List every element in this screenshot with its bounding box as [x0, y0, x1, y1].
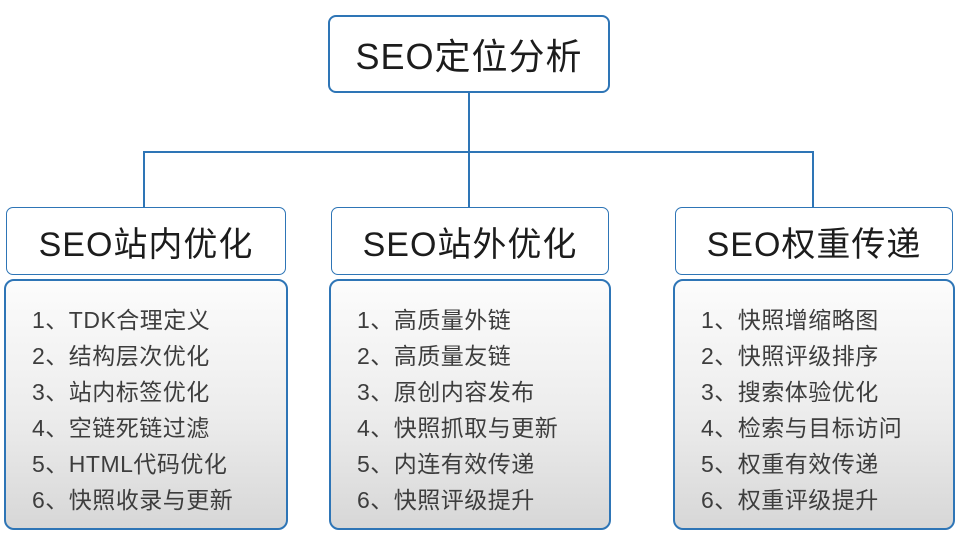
branch-header-onsite: SEO站内优化: [6, 207, 286, 275]
connector-drop-right: [812, 151, 814, 208]
list-item: 2、快照评级排序: [701, 343, 879, 369]
list-item: 5、权重有效传递: [701, 451, 879, 477]
list-item: 2、结构层次优化: [32, 343, 210, 369]
list-item: 3、搜索体验优化: [701, 379, 879, 405]
list-item: 3、站内标签优化: [32, 379, 210, 405]
list-item: 5、内连有效传递: [357, 451, 535, 477]
branch-panel-weight: 1、快照增缩略图 2、快照评级排序 3、搜索体验优化 4、检索与目标访问 5、权…: [673, 279, 955, 530]
list-item: 1、高质量外链: [357, 307, 512, 333]
branch-header-weight: SEO权重传递: [675, 207, 953, 275]
connector-root-stem: [468, 92, 470, 152]
connector-drop-left: [143, 151, 145, 208]
branch-header-label: SEO权重传递: [706, 225, 922, 264]
branch-panel-offsite: 1、高质量外链 2、高质量友链 3、原创内容发布 4、快照抓取与更新 5、内连有…: [329, 279, 611, 530]
connector-drop-center: [468, 151, 470, 208]
branch-header-label: SEO站内优化: [38, 225, 254, 264]
root-node-seo-positioning: SEO定位分析: [328, 15, 610, 93]
list-item: 5、HTML代码优化: [32, 451, 228, 477]
list-item: 1、TDK合理定义: [32, 307, 211, 333]
branch-panel-onsite: 1、TDK合理定义 2、结构层次优化 3、站内标签优化 4、空链死链过滤 5、H…: [4, 279, 288, 530]
list-item: 1、快照增缩略图: [701, 307, 879, 333]
list-item: 4、空链死链过滤: [32, 415, 210, 441]
branch-header-label: SEO站外优化: [362, 225, 578, 264]
list-item: 6、快照收录与更新: [32, 487, 234, 513]
list-item: 4、检索与目标访问: [701, 415, 903, 441]
list-item: 3、原创内容发布: [357, 379, 535, 405]
list-item: 6、快照评级提升: [357, 487, 535, 513]
connector-horizontal-rail: [143, 151, 814, 153]
branch-header-offsite: SEO站外优化: [331, 207, 609, 275]
list-item: 6、权重评级提升: [701, 487, 879, 513]
root-node-label: SEO定位分析: [355, 36, 583, 77]
list-item: 2、高质量友链: [357, 343, 512, 369]
list-item: 4、快照抓取与更新: [357, 415, 559, 441]
